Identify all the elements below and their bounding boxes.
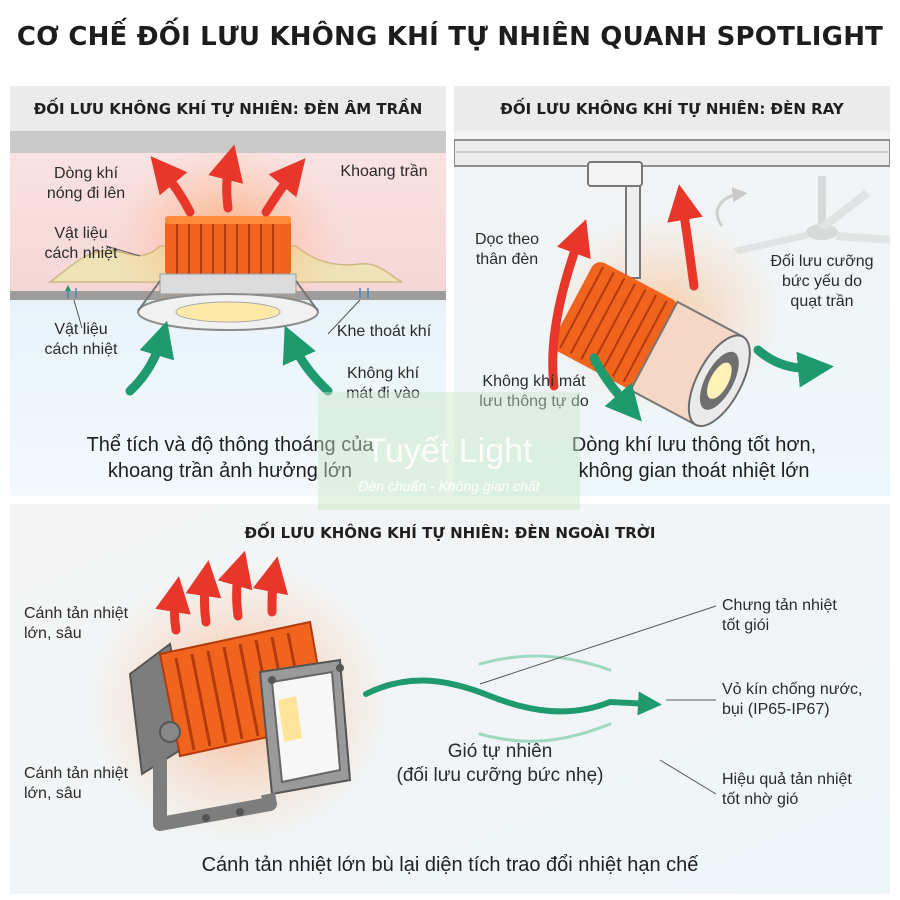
label-wind-efficiency: Hiệu quả tản nhiệt tốt nhờ gió xyxy=(722,771,852,808)
ceiling-fan xyxy=(734,176,890,254)
watermark-slogan: Đèn chuẩn - Không gian chất xyxy=(358,478,540,494)
downlight-housing xyxy=(159,273,297,295)
spring-clip-right xyxy=(295,280,319,312)
leader-lines xyxy=(479,605,717,795)
natural-wind-flow xyxy=(363,677,662,716)
label-insulation-top: Vật liệu cách nhiệt xyxy=(44,225,118,262)
downlight-lens xyxy=(175,301,281,323)
panel-recessed: ĐỐI LƯU KHÔNG KHÍ TỰ NHIÊN: ĐÈN ÂM TRẦN … xyxy=(10,86,446,496)
fan-airflow-swirl xyxy=(715,187,748,227)
watermark-brand: Tuyết Light xyxy=(365,432,533,470)
track-illustration xyxy=(454,86,890,496)
track-spotlight xyxy=(552,262,751,428)
cool-air-arrows xyxy=(125,320,333,396)
floodlight xyxy=(128,620,352,831)
leader-lines xyxy=(73,245,361,335)
label-fins-bottom: Cánh tản nhiệt lớn, sâu xyxy=(24,765,129,802)
cool-air-arrows xyxy=(589,345,834,422)
spring-clip-left xyxy=(137,280,161,312)
label-fan-convection: Đối lưu cưỡng bức yếu do quạt trần xyxy=(770,253,874,310)
track-stem xyxy=(625,185,641,279)
outdoor-illustration xyxy=(10,504,890,894)
track-adapter xyxy=(587,161,643,187)
ceiling-slab xyxy=(10,131,446,153)
caption-track: Dòng khí lưu thông tốt hơn, không gian t… xyxy=(571,434,817,482)
panel-title-recessed: ĐỐI LƯU KHÔNG KHÍ TỰ NHIÊN: ĐÈN ÂM TRẦN xyxy=(33,100,423,118)
recessed-illustration xyxy=(10,86,446,496)
label-vent-slot: Khe thoát khí xyxy=(336,323,432,340)
panel-title-outdoor: ĐỐI LƯU KHÔNG KHÍ TỰ NHIÊN: ĐÈN NGOÀI TR… xyxy=(244,524,656,542)
wind-streaks xyxy=(478,654,612,743)
hot-air-arrows xyxy=(155,550,289,635)
panel-outdoor: ĐỐI LƯU KHÔNG KHÍ TỰ NHIÊN: ĐÈN NGOÀI TR… xyxy=(10,504,890,894)
label-sealed-housing: Vỏ kín chống nước, bụi (IP65-IP67) xyxy=(722,681,863,718)
hot-air-arrows xyxy=(150,144,306,217)
label-cool-air-track: Không khí mát lưu thông tự do xyxy=(479,373,589,410)
hot-air-arrows xyxy=(548,184,703,391)
caption-outdoor: Cánh tản nhiệt lớn bù lại diện tích trao… xyxy=(201,854,699,876)
label-cool-air: Không khí mát đi vào xyxy=(346,365,420,402)
caption-recessed: Thể tích và độ thông thoáng của khoang t… xyxy=(86,434,374,482)
downlight-heatsink xyxy=(165,216,291,276)
room-space xyxy=(10,300,446,496)
page-title: CƠ CHẾ ĐỐI LƯU KHÔNG KHÍ TỰ NHIÊN QUANH … xyxy=(16,22,884,52)
label-along-body: Dọc theo thân đèn xyxy=(474,231,540,268)
vent-slots xyxy=(65,285,369,298)
watermark-logo: Tuyết Light Đèn chuẩn - Không gian chất xyxy=(318,392,580,510)
panel-title-track: ĐỐI LƯU KHÔNG KHÍ TỰ NHIÊN: ĐÈN RAY xyxy=(500,100,844,118)
panel-track: ĐỐI LƯU KHÔNG KHÍ TỰ NHIÊN: ĐÈN RAY Dọc … xyxy=(454,86,890,496)
label-natural-wind: Gió tự nhiên (đối lưu cưỡng bức nhẹ) xyxy=(396,741,604,786)
label-ceiling-cavity: Khoang trần xyxy=(340,163,428,180)
track-rail xyxy=(454,139,890,167)
label-insulation-bottom: Vật liệu cách nhiệt xyxy=(44,321,118,358)
label-hot-air: Dòng khí nóng đi lên xyxy=(46,165,126,202)
label-good-wind-cooling: Chưng tản nhiệt tốt giói xyxy=(722,597,837,634)
label-fins-top: Cánh tản nhiệt lớn, sâu xyxy=(24,605,129,642)
